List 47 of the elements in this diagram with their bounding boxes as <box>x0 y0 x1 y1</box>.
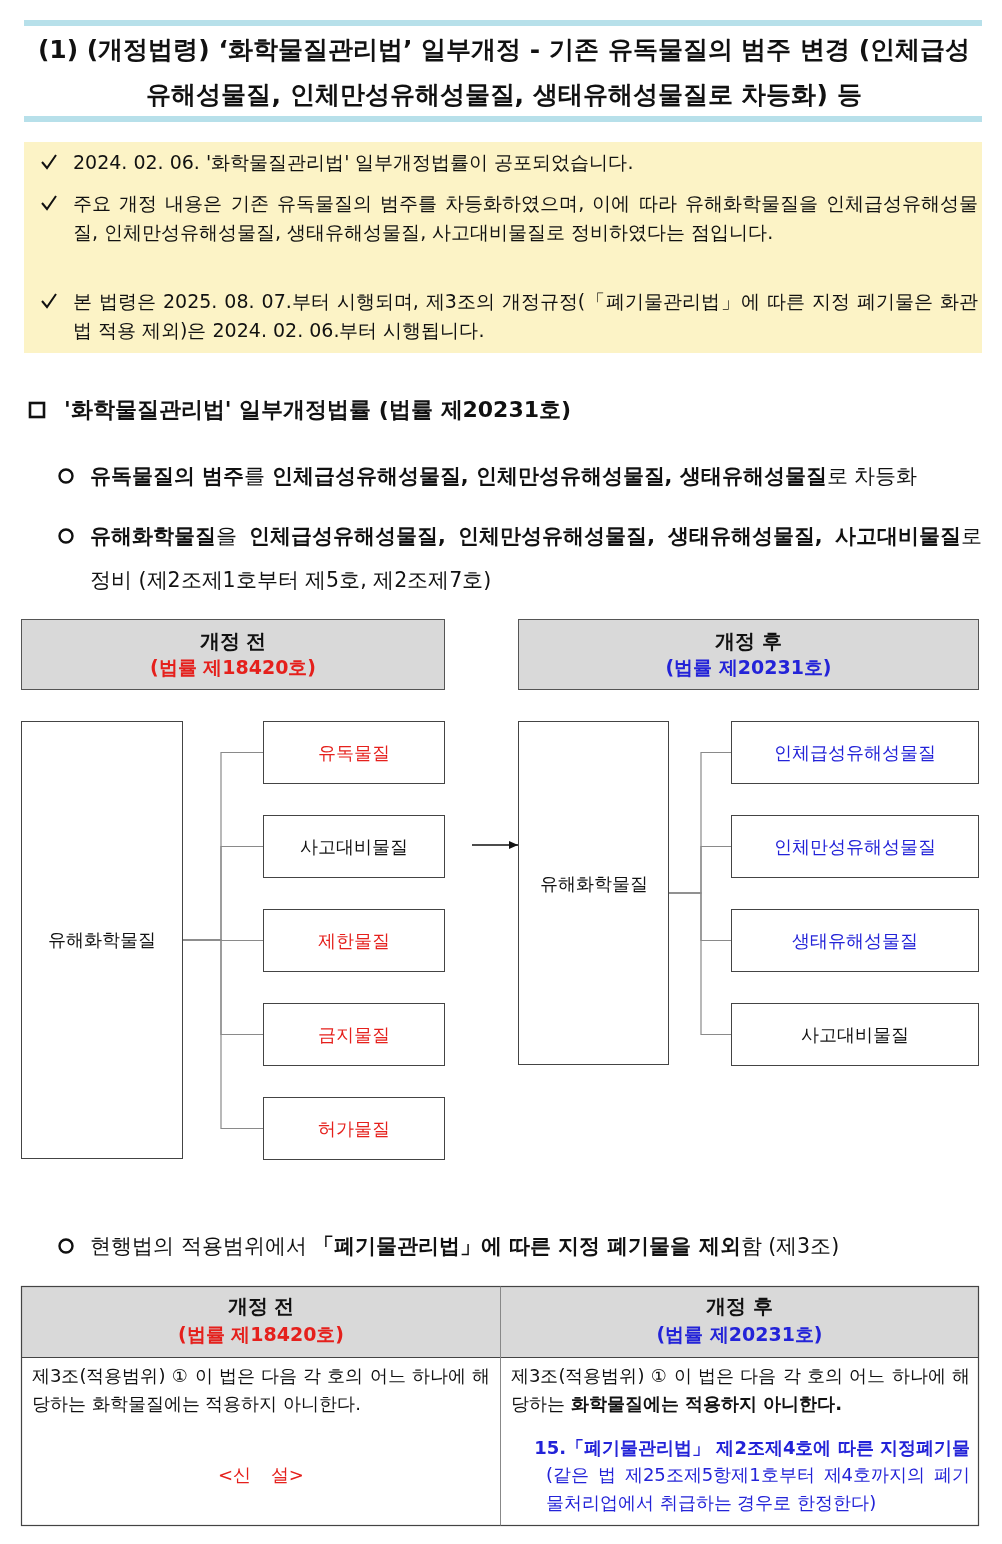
header-box <box>21 619 445 690</box>
connector-line <box>668 892 732 1036</box>
category-box <box>263 815 445 878</box>
category-box <box>731 1003 979 1066</box>
bullet-text: 본 법령은 2025. 08. 07.부터 시행되며, 제3조의 개정규정(「폐기물관리법」에 따른 지정 폐기물은 화관법 적용 제외)은 2024. 02. 06.부터 시행됩니다. <box>73 289 978 343</box>
bullet-text: 주요 개정 내용은 기존 유독물질의 범주를 차등화하였으며, 이에 따라 유해화학물질을 인체급성유해성물질, 인체만성유해성물질, 생태유해성물질, 사고대비물질로 정비하였다는 점입니다. <box>73 191 978 245</box>
category-text: 유독물질 <box>318 740 390 765</box>
category-box <box>21 721 183 1159</box>
category-text: 인체급성유해성물질 <box>774 740 936 765</box>
cell-text: 제3조(적용범위) ① 이 법은 다음 각 호의 어느 하나에 해당하는 화학물질에는 적용하지 아니한다. <box>511 1364 970 1416</box>
category-text: 생태유해성물질 <box>792 928 918 953</box>
header-text: 개정 전 <box>199 628 267 655</box>
bullet-text: 현행법의 적용범위에서 「폐기물관리법」에 따른 지정 폐기물을 제외함 (제3조) <box>90 1233 841 1260</box>
cell-text: (같은 법 제25조제5항제1호부터 제4호까지의 폐기물처리업에서 취급하는 경우로 한정한다) <box>546 1463 970 1515</box>
title: (1) (개정법령) ‘화학물질관리법’ 일부개정 - 기존 유독물질의 범주 변경 (인체급성유해성물질, 인체만성유해성물질, 생태유해성물질로 차등화) 등 <box>36 34 972 111</box>
category-text: 금지물질 <box>318 1022 390 1047</box>
category-box <box>263 1003 445 1066</box>
category-box <box>263 1097 445 1160</box>
arrow <box>471 841 519 849</box>
bullet-text: 유해화학물질을 인체급성유해성물질, 인체만성유해성물질, 생태유해성물질, 사고대비물질로 정비 (제2조제1호부터 제5호, 제2조제7호) <box>90 523 982 594</box>
category-box <box>518 721 669 1065</box>
category-text: 유해화학물질 <box>48 928 156 952</box>
law-number: (법률 제20231호) <box>655 1322 824 1347</box>
section-heading: '화학물질관리법' 일부개정법률 (법률 제20231호) <box>64 396 573 424</box>
category-text: 제한물질 <box>318 928 390 953</box>
header-text: 개정 후 <box>705 1293 774 1320</box>
cell-text: 15.「폐기물관리법」 제2조제4호에 따른 지정폐기물 <box>533 1436 970 1460</box>
new-provision-note: <신 설> <box>217 1463 305 1487</box>
law-number: (법률 제20231호) <box>665 655 832 680</box>
category-text: 사고대비물질 <box>300 834 408 859</box>
law-number: (법률 제18420호) <box>149 655 317 680</box>
category-box <box>263 909 445 972</box>
category-text: 유해화학물질 <box>539 872 648 896</box>
category-box <box>263 721 445 784</box>
category-box <box>731 909 979 972</box>
cell-text: 제3조(적용범위) ① 이 법은 다음 각 호의 어느 하나에 해당하는 화학물질에는 적용하지 아니한다. <box>32 1364 490 1416</box>
category-text: 사고대비물질 <box>801 1022 909 1047</box>
header-text: 개정 전 <box>226 1293 296 1320</box>
bullet-text: 2024. 02. 06. '화학물질관리법' 일부개정법률이 공포되었습니다. <box>73 150 635 175</box>
category-box <box>731 815 979 878</box>
header-box <box>518 619 979 690</box>
bullet-text: 유독물질의 범주를 인체급성유해성물질, 인체만성유해성물질, 생태유해성물질로 차등화 <box>90 463 919 490</box>
category-box <box>731 721 979 784</box>
law-number: (법률 제18420호) <box>176 1322 346 1347</box>
category-text: 인체만성유해성물질 <box>774 834 936 859</box>
category-text: 허가물질 <box>318 1116 390 1141</box>
header-text: 개정 후 <box>715 628 782 655</box>
